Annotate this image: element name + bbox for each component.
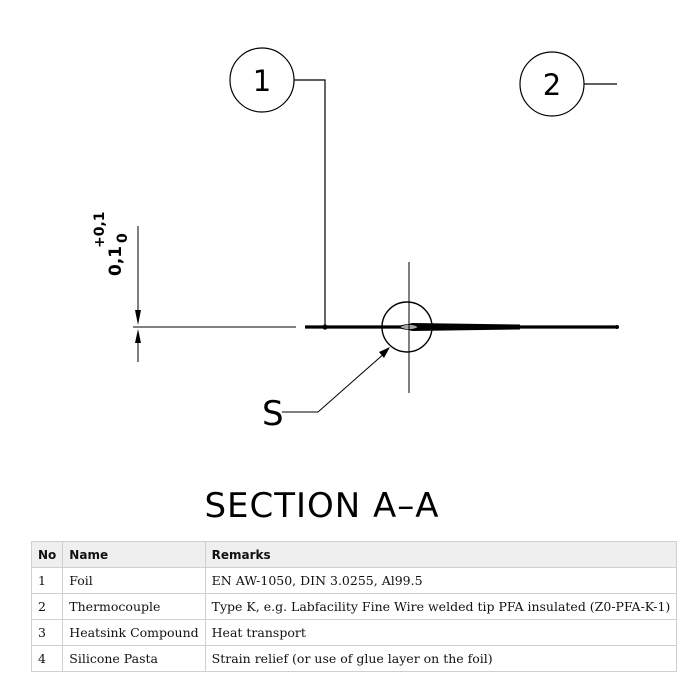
table-row: 1 Foil EN AW-1050, DIN 3.0255, Al99.5 [30, 567, 678, 594]
cell-remarks: Type K, e.g. Labfacility Fine Wire welde… [204, 593, 678, 620]
tolerance-nominal: 0,1 [106, 246, 126, 276]
section-drawing: 1 2 0,1 +0,1 0 S SECTION A–A [92, 47, 619, 526]
cell-no: 3 [30, 619, 64, 646]
cell-name: Silicone Pasta [62, 645, 206, 672]
balloon-2-label: 2 [543, 68, 561, 102]
balloon-1-label: 1 [253, 64, 271, 98]
cell-name: Thermocouple [62, 593, 206, 620]
table-header-row: No Name Remarks [30, 541, 678, 568]
parts-list-table: No Name Remarks 1 Foil EN AW-1050, DIN 3… [30, 541, 678, 672]
table-row: 2 Thermocouple Type K, e.g. Labfacility … [30, 593, 678, 620]
header-name: Name [62, 541, 206, 568]
balloon-1: 1 [229, 47, 328, 330]
detail-circle [373, 262, 445, 393]
balloon-2: 2 [519, 51, 617, 117]
table-row: 4 Silicone Pasta Strain relief (or use o… [30, 645, 678, 672]
cell-name: Heatsink Compound [62, 619, 206, 646]
foil-line [305, 323, 619, 331]
tolerance-upper: +0,1 [92, 211, 108, 248]
cell-no: 1 [30, 567, 64, 594]
cell-remarks: Heat transport [204, 619, 678, 646]
detail-label: S [262, 394, 284, 434]
section-title: SECTION A–A [204, 486, 439, 526]
tolerance-lower: 0 [115, 233, 131, 243]
detail-leader [282, 347, 390, 413]
thickness-dimension [133, 226, 296, 362]
header-no: No [30, 541, 64, 568]
cell-remarks: Strain relief (or use of glue layer on t… [204, 645, 678, 672]
header-remarks: Remarks [204, 541, 678, 568]
table-row: 3 Heatsink Compound Heat transport [30, 619, 678, 646]
cell-name: Foil [62, 567, 206, 594]
cell-no: 2 [30, 593, 64, 620]
cell-remarks: EN AW-1050, DIN 3.0255, Al99.5 [204, 567, 678, 594]
cell-no: 4 [30, 645, 64, 672]
